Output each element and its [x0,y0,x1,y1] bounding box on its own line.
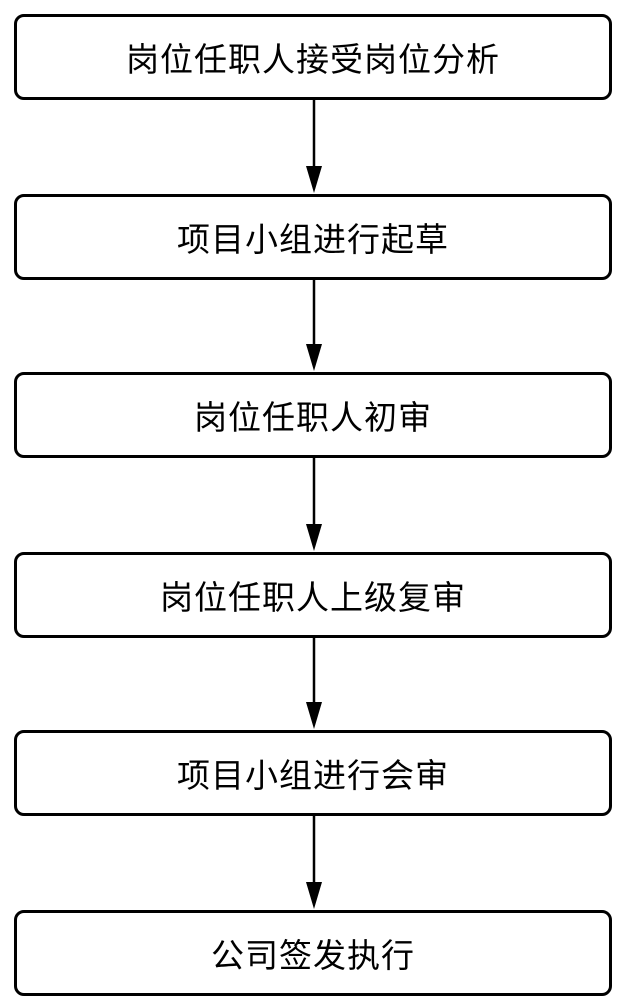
arrow-3 [302,458,326,552]
step-box-6: 公司签发执行 [14,910,612,996]
step-box-3: 岗位任职人初审 [14,372,612,458]
step-label-2: 项目小组进行起草 [177,220,449,259]
arrow-4 [302,638,326,730]
step-box-2: 项目小组进行起草 [14,194,612,280]
step-label-3: 岗位任职人初审 [194,398,432,437]
arrow-5 [302,816,326,910]
step-label-4: 岗位任职人上级复审 [160,578,466,617]
step-box-1: 岗位任职人接受岗位分析 [14,14,612,100]
step-box-4: 岗位任职人上级复审 [14,552,612,638]
arrow-2 [302,280,326,372]
step-label-6: 公司签发执行 [211,936,415,975]
step-label-5: 项目小组进行会审 [177,756,449,795]
step-label-1: 岗位任职人接受岗位分析 [126,40,500,79]
step-box-5: 项目小组进行会审 [14,730,612,816]
arrow-1 [302,100,326,194]
